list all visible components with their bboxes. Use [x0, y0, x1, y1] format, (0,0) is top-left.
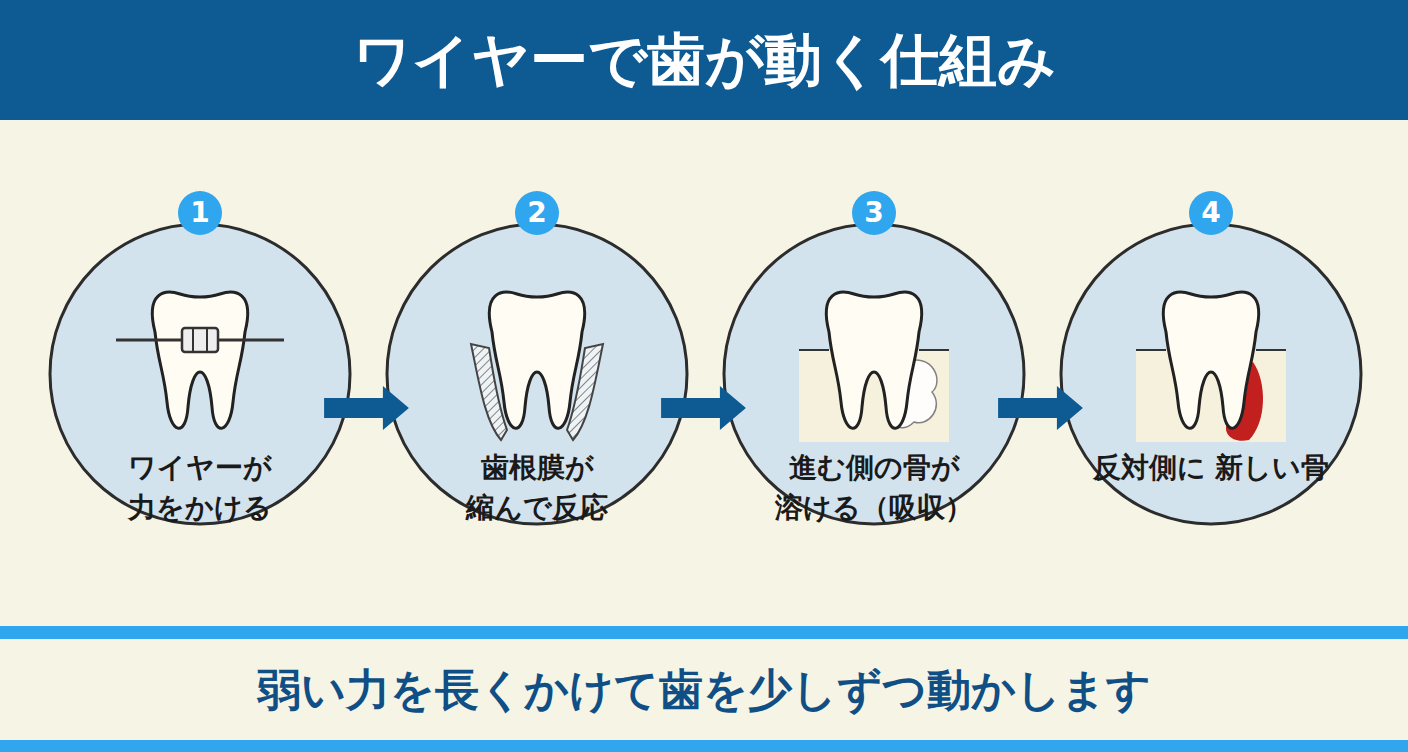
rule-line [0, 740, 1408, 752]
tooth-figure [1136, 292, 1286, 442]
tooth-figure [799, 292, 949, 442]
tooth-figure [471, 292, 603, 440]
rule-line [0, 626, 1408, 639]
title: ワイヤーで歯が動く仕組み [0, 0, 1408, 120]
step-text: 反対側に 新しい骨 [1081, 448, 1341, 488]
step-text: 進む側の骨が 溶ける（吸収） [744, 448, 1004, 528]
step-number: 1 [178, 191, 222, 235]
step-text: ワイヤーが 力をかける [70, 448, 330, 528]
flow-arrow [324, 386, 409, 430]
caption: 弱い力を長くかけて歯を少しずつ動かします [0, 655, 1408, 725]
step-node: 4反対側に 新しい骨 [1061, 224, 1361, 524]
step-node: 2歯根膜が 縮んで反応 [387, 224, 687, 524]
tooth-figure [116, 292, 284, 428]
step-node: 1ワイヤーが 力をかける [50, 224, 350, 524]
step-text: 歯根膜が 縮んで反応 [407, 448, 667, 528]
step-number: 4 [1189, 191, 1233, 235]
flow-arrow [661, 386, 746, 430]
step-number: 3 [852, 191, 896, 235]
flow-arrow [998, 386, 1083, 430]
step-number: 2 [515, 191, 559, 235]
step-circle [1061, 224, 1361, 524]
step-node: 3進む側の骨が 溶ける（吸収） [724, 224, 1024, 524]
